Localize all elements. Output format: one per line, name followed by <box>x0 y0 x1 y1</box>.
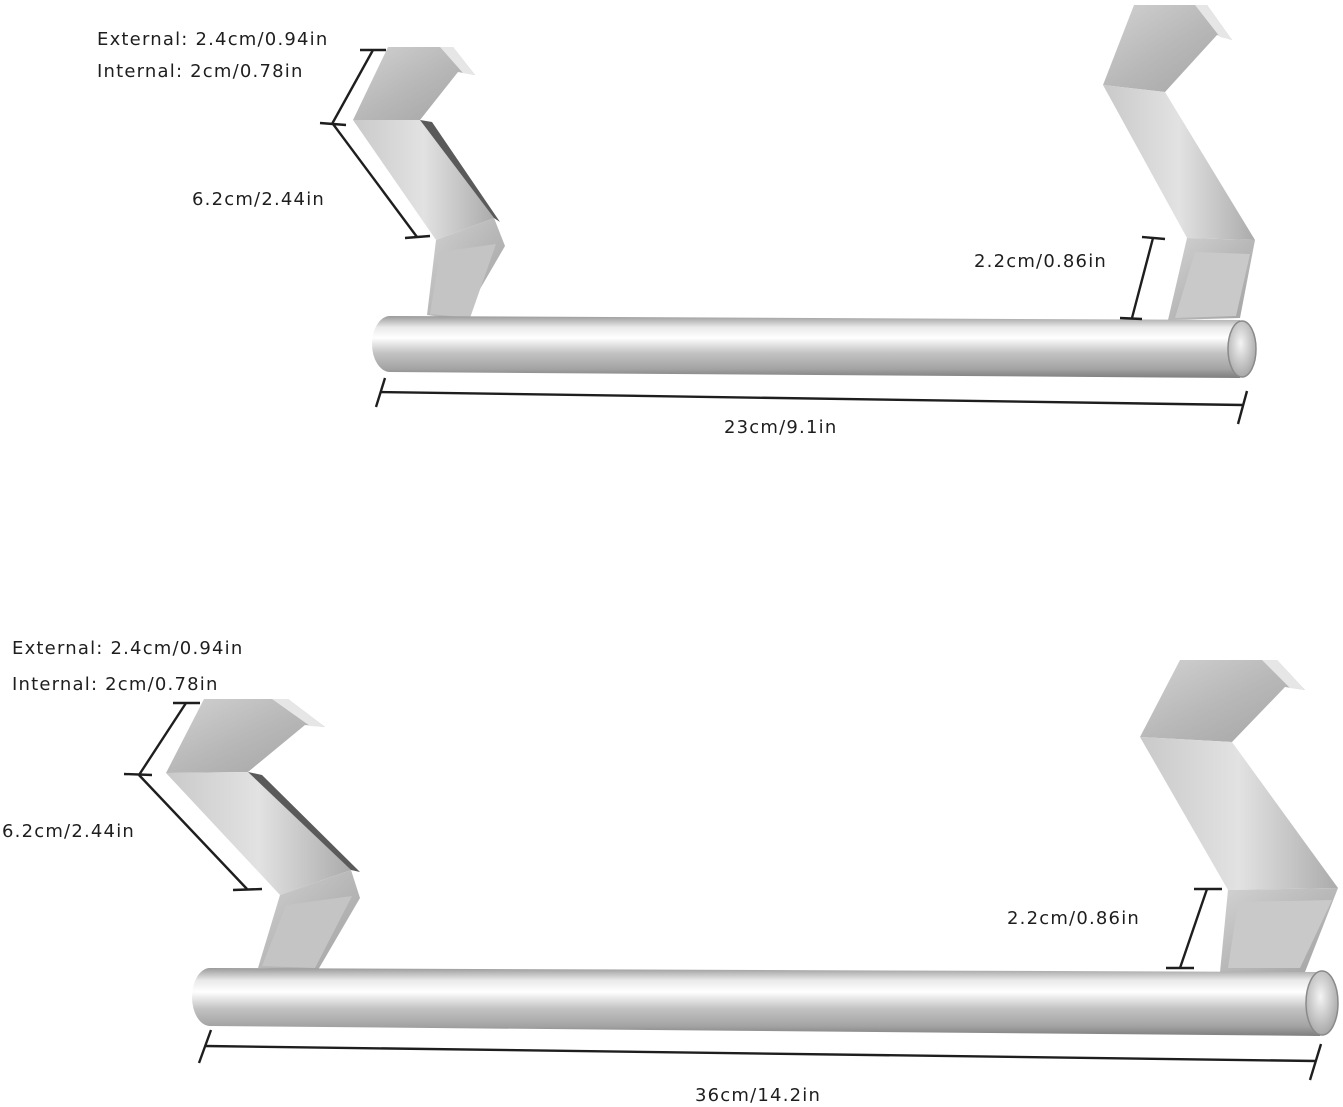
towel-rod <box>372 316 1257 378</box>
long-towel-bar <box>166 660 1339 1036</box>
external-thickness-label: External: 2.4cm/0.94in <box>97 29 329 50</box>
right-bracket <box>1140 660 1338 972</box>
bar-length-dimension-line <box>197 1029 1323 1081</box>
left-bracket <box>166 699 360 970</box>
bar-drop-dimension-line <box>1119 235 1166 321</box>
bar-drop-label: 2.2cm/0.86in <box>974 251 1108 272</box>
dimension-lines <box>123 48 1323 1081</box>
external-thickness-label: External: 2.4cm/0.94in <box>12 638 244 659</box>
left-bracket <box>353 47 505 320</box>
bar-drop-label: 2.2cm/0.86in <box>1007 908 1141 929</box>
hook-depth-dimension-line <box>138 774 263 892</box>
short-towel-bar <box>353 5 1257 378</box>
bar-length-label: 23cm/9.1in <box>724 417 838 438</box>
hook-depth-dimension-line <box>332 123 431 240</box>
hook-depth-label: 6.2cm/2.44in <box>2 821 136 842</box>
bar-drop-dimension-line <box>1166 887 1222 970</box>
thickness-dimension-line <box>123 701 200 777</box>
internal-thickness-label: Internal: 2cm/0.78in <box>12 674 219 695</box>
bar-length-label: 36cm/14.2in <box>695 1085 822 1106</box>
hook-depth-label: 6.2cm/2.44in <box>192 189 326 210</box>
right-bracket <box>1103 5 1255 320</box>
bar-length-dimension-line <box>374 377 1249 425</box>
towel-rod <box>192 968 1339 1036</box>
internal-thickness-label: Internal: 2cm/0.78in <box>97 61 304 82</box>
